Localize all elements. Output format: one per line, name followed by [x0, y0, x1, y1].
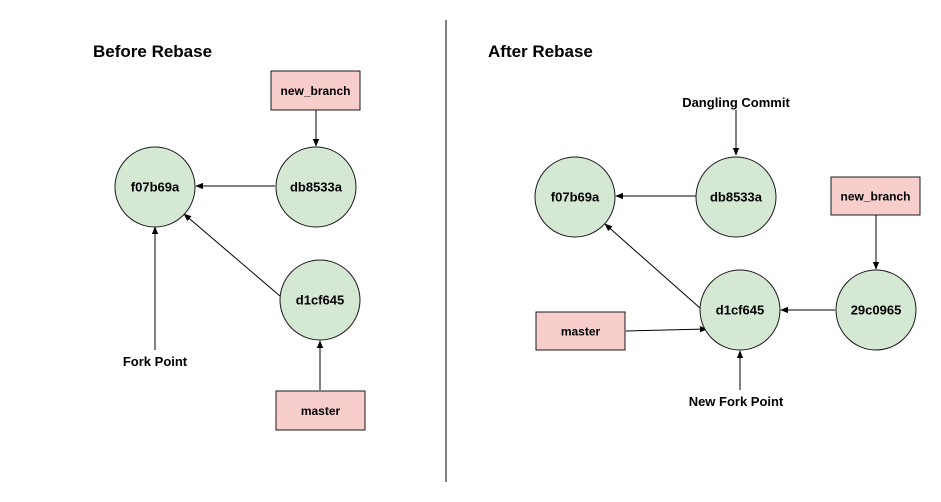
commit-f07b69a-label: f07b69a	[131, 180, 180, 195]
commit-29c0965-label: 29c0965	[851, 303, 902, 318]
commit-db8533a: db8533a	[275, 146, 357, 228]
edge-master-to-d1cf645	[625, 325, 708, 333]
ref-master: master	[275, 390, 366, 431]
ref-master-label: master	[301, 404, 341, 418]
commit-db8533a: db8533a	[695, 156, 777, 238]
commit-f07b69a: f07b69a	[534, 156, 616, 238]
edge-d1cf645-to-f07b69a	[183, 213, 281, 297]
after-title: After Rebase	[488, 42, 593, 61]
ref-master: master	[535, 311, 626, 351]
commit-d1cf645-label: d1cf645	[296, 293, 344, 308]
commit-29c0965: 29c0965	[835, 269, 917, 351]
edge-d1cf645-to-f07b69a	[604, 223, 701, 309]
commit-d1cf645: d1cf645	[699, 269, 781, 351]
ref-new-branch-label: new_branch	[280, 84, 350, 98]
commit-db8533a-label: db8533a	[290, 180, 343, 195]
ref-master-label: master	[561, 325, 601, 339]
commit-f07b69a-label: f07b69a	[551, 190, 600, 205]
fork-point-label: Fork Point	[123, 354, 188, 369]
new-fork-point-label: New Fork Point	[689, 394, 784, 409]
ref-new-branch: new_branch	[270, 70, 361, 111]
before-title: Before Rebase	[93, 42, 212, 61]
ref-new-branch-label: new_branch	[840, 190, 910, 204]
commit-d1cf645: d1cf645	[279, 259, 361, 341]
commit-d1cf645-label: d1cf645	[716, 303, 764, 318]
ref-new-branch: new_branch	[830, 176, 921, 216]
commit-db8533a-label: db8533a	[710, 190, 763, 205]
after-rebase-section: After Rebase Dangling Commit f07b69a db8…	[488, 42, 921, 409]
commit-f07b69a: f07b69a	[114, 146, 196, 228]
dangling-commit-label: Dangling Commit	[682, 95, 790, 110]
before-rebase-section: Before Rebase new_branch f07b69a db8533a…	[93, 42, 366, 431]
